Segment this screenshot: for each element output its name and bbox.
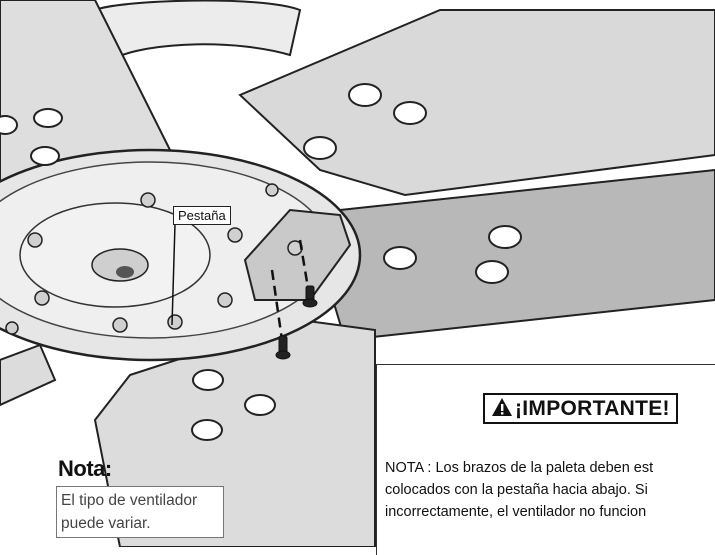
important-line: incorrectamente, el ventilador no funcio… xyxy=(385,504,647,520)
blade-upper-right xyxy=(238,9,715,197)
hub-screw xyxy=(5,321,19,335)
important-line: NOTA : Los brazos de la paleta deben est xyxy=(385,460,654,476)
hub-screw xyxy=(227,227,243,243)
hub-screw xyxy=(217,292,233,308)
nota-box: El tipo de ventilador puede variar. xyxy=(56,486,224,538)
callout-leader xyxy=(171,223,176,326)
tab-callout-label: Pestaña xyxy=(173,206,231,225)
blade-hole xyxy=(348,83,382,107)
center-shaft xyxy=(91,248,149,282)
nota-line: El tipo de ventilador xyxy=(61,492,198,509)
hub-screw xyxy=(167,314,183,330)
warning-triangle-icon xyxy=(492,398,512,416)
motor-housing xyxy=(93,0,302,62)
blade-lower-left xyxy=(0,343,57,407)
hub-screw xyxy=(27,232,43,248)
blade-hole xyxy=(383,246,417,270)
screw-guide-line xyxy=(270,269,284,341)
hub-screw xyxy=(265,183,279,197)
loose-screw-head xyxy=(275,350,291,360)
blade-hole xyxy=(191,419,223,441)
nota-line: puede variar. xyxy=(61,515,151,532)
blade-hole xyxy=(33,108,63,128)
blade-hole xyxy=(244,394,276,416)
hub-screw xyxy=(112,317,128,333)
important-title-text: ¡IMPORTANTE! xyxy=(515,397,670,420)
important-note-text: NOTA : Los brazos de la paleta deben est… xyxy=(385,457,715,523)
important-line: colocados con la pestaña hacia abajo. Si xyxy=(385,482,648,498)
center-shaft-hole xyxy=(116,266,134,278)
blade-hole xyxy=(30,146,60,166)
hub-screw xyxy=(140,192,156,208)
blade-hole xyxy=(393,101,427,125)
loose-screw-head xyxy=(302,298,318,308)
important-title: ¡IMPORTANTE! xyxy=(483,393,678,424)
blade-hole xyxy=(0,115,18,135)
blade-hole xyxy=(303,136,337,160)
blade-hole xyxy=(488,225,522,249)
hub-screw xyxy=(34,290,50,306)
nota-title: Nota: xyxy=(58,456,112,481)
important-notice-box: ¡IMPORTANTE! NOTA : Los brazos de la pal… xyxy=(376,364,715,555)
blade-hole xyxy=(192,369,224,391)
blade-hole xyxy=(475,260,509,284)
